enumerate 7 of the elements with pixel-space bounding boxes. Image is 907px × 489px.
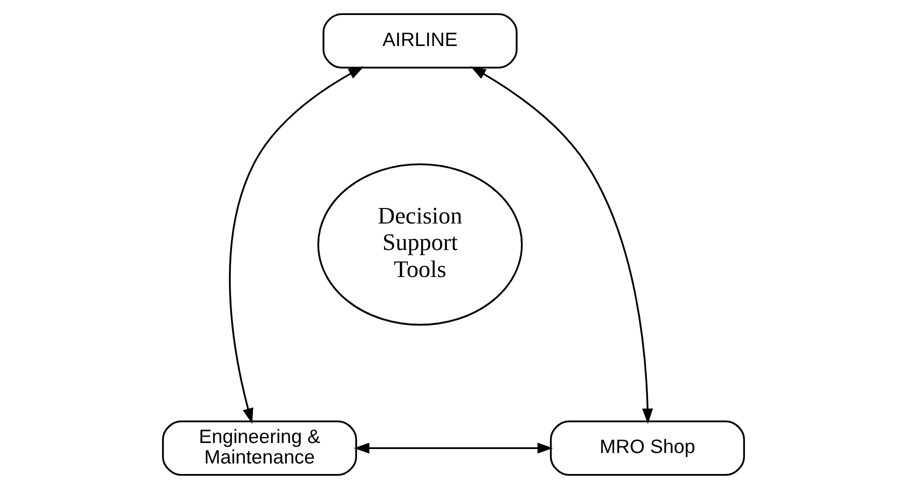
- arrow: [470, 66, 653, 424]
- arrow: [228, 66, 364, 424]
- node-box: Engineering & Maintenance: [162, 420, 358, 476]
- arrow: [354, 442, 553, 454]
- node-box: AIRLINE: [322, 13, 518, 69]
- node-box: MRO Shop: [550, 420, 745, 476]
- node-ellipse: Decision Support Tools: [317, 163, 523, 326]
